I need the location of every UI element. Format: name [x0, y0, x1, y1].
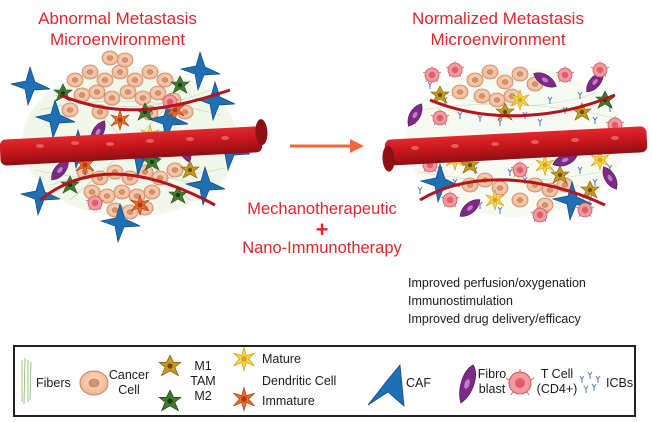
legend-mature-label: Mature [262, 352, 301, 366]
m2-label: M2 [194, 389, 212, 403]
left-title-line2: Microenvironment [49, 30, 186, 49]
plus-sign: + [315, 217, 329, 242]
therapy-label: Mechanotherapeutic [222, 199, 422, 219]
legend-cancer-cell-label: Cancer Cell [106, 368, 152, 398]
mechanotherapeutic-label: Mechanotherapeutic [247, 200, 397, 218]
outcome-immunostimulation: Immunostimulation [408, 294, 513, 308]
outcome-drug-delivery: Improved drug delivery/efficacy [408, 312, 581, 326]
left-title: Abnormal Metastasis Microenvironment [10, 8, 225, 50]
caf-icon [367, 364, 405, 407]
legend [13, 345, 636, 417]
right-title: Normalized Metastasis Microenvironment [378, 8, 618, 50]
legend-fibers-label: Fibers [36, 376, 71, 390]
cancer-cell-icon [79, 370, 109, 396]
legend-dendritic-cell-label: Dendritic Cell [262, 374, 337, 388]
fibers-icon [21, 357, 32, 405]
transition-arrow [290, 139, 364, 153]
left-title-line1: Abnormal Metastasis [38, 9, 197, 28]
legend-tam-label: M1 TAM M2 [184, 359, 222, 404]
legend-fibroblast-label: Fibro blast [474, 367, 510, 397]
right-title-line2: Microenvironment [430, 30, 566, 49]
outcomes-list: Improved perfusion/oxygenation Immunosti… [408, 274, 586, 328]
nano-immunotherapy-label: Nano-Immunotherapy [242, 239, 402, 257]
fibro-label-line1: Fibro [477, 367, 507, 381]
legend-immature-label: Immature [262, 394, 315, 408]
legend-tcell-label: T Cell (CD4+) [532, 367, 582, 397]
fibroblast-icon [459, 364, 476, 404]
right-title-line1: Normalized Metastasis [412, 9, 584, 28]
tcell-icon [505, 369, 535, 396]
tcell-label-line1: T Cell [540, 367, 574, 381]
normalized-microenvironment [382, 60, 648, 223]
cancer-label-line2: Cell [118, 383, 140, 397]
outcome-perfusion: Improved perfusion/oxygenation [408, 276, 586, 290]
legend-icons [21, 346, 601, 412]
m1-label: M1 [194, 359, 212, 373]
fibro-label-line2: blast [478, 382, 506, 396]
tcell-label-line2: (CD4+) [536, 382, 578, 396]
tam-label: TAM [190, 374, 216, 388]
cancer-label-line1: Cancer [108, 368, 150, 382]
legend-caf-label: CAF [406, 376, 431, 390]
legend-icbs-label: ICBs [606, 376, 634, 390]
abnormal-microenvironment [0, 50, 268, 243]
